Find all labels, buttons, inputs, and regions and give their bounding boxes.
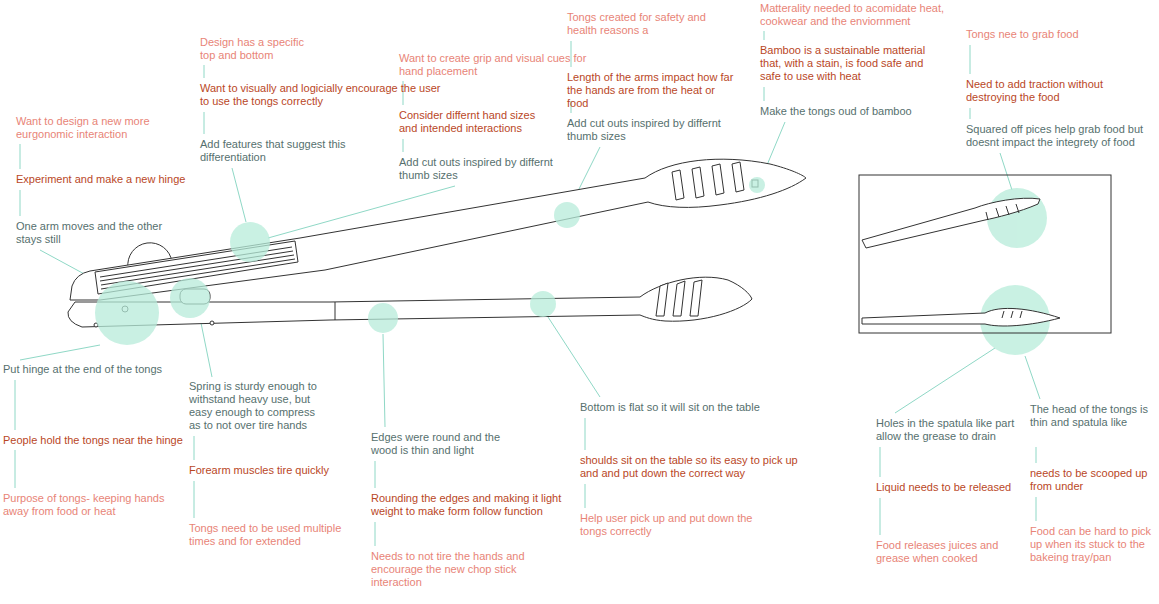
screw bbox=[210, 321, 214, 325]
annotation-text: Add cut outs inspired by differnt thumb … bbox=[399, 156, 571, 182]
inset-lower-tongs bbox=[862, 308, 1060, 326]
annotation-text: Squared off pices help grab food but doe… bbox=[966, 123, 1152, 149]
annotation-text: Length of the arms impact how far the ha… bbox=[567, 71, 739, 110]
leader-line bbox=[970, 45, 1012, 190]
detail-inset bbox=[859, 175, 1111, 333]
annotation-text: Matterality needed to acomidate heat, co… bbox=[760, 2, 958, 28]
lower-slots bbox=[656, 280, 702, 316]
annotation-text: Forearm muscles tire quickly bbox=[189, 464, 359, 477]
annotation-text: Want to visually and logicially encourag… bbox=[200, 82, 452, 108]
highlight bbox=[554, 202, 580, 228]
highlight-circles bbox=[95, 177, 1050, 355]
highlight bbox=[368, 303, 398, 333]
annotation-text: Add features that suggest this different… bbox=[200, 138, 365, 164]
highlight bbox=[230, 222, 270, 262]
annotation-text: Add cut outs inspired by differnt thumb … bbox=[567, 117, 739, 143]
annotation-text: Holes in the spatula like part allow the… bbox=[876, 417, 1028, 443]
annotation-text: Tongs created for safety and health reas… bbox=[567, 11, 725, 37]
annotation-text: Consider differnt hand sizes and intende… bbox=[399, 109, 541, 135]
annotation-text: The head of the tongs is thin and spatul… bbox=[1030, 403, 1154, 429]
annotation-text: Tongs need to be used multiple times and… bbox=[189, 522, 357, 548]
annotation-text: Rounding the edges and making it light w… bbox=[371, 492, 579, 518]
highlight bbox=[170, 278, 210, 318]
annotation-text: Help user pick up and put down the tongs… bbox=[580, 512, 768, 538]
inset-upper-slots bbox=[986, 204, 1019, 220]
annotation-text: Tongs nee to grab food bbox=[966, 28, 1151, 41]
annotation-text: Put hinge at the end of the tongs bbox=[3, 363, 188, 376]
annotation-text: Spring is sturdy enough to withstand hea… bbox=[189, 380, 329, 432]
annotation-text: shoulds sit on the table so its easy to … bbox=[580, 454, 818, 480]
annotation-text: Make the tongs oud of bamboo bbox=[760, 105, 960, 118]
annotation-text: People hold the tongs near the hinge bbox=[3, 434, 193, 447]
annotation-text: Want to design a new more eurgonomic int… bbox=[16, 115, 164, 141]
annotation-text: Food can be hard to pick up when its stu… bbox=[1030, 525, 1154, 564]
leader-line bbox=[20, 144, 88, 276]
arm-joint bbox=[335, 302, 336, 320]
annotation-text: Need to add traction without destroying … bbox=[966, 78, 1118, 104]
annotation-text: Liquid needs to be released bbox=[876, 481, 1036, 494]
annotation-text: Design has a specific top and bottom bbox=[200, 36, 320, 62]
inset-frame bbox=[859, 175, 1111, 333]
annotation-text: needs to be scooped up from under bbox=[1030, 467, 1154, 493]
leader-lines bbox=[15, 31, 1040, 546]
annotation-text: Purpose of tongs- keeping hands away fro… bbox=[3, 492, 178, 518]
inset-upper-tongs bbox=[862, 198, 1040, 248]
upper-slots bbox=[672, 162, 744, 200]
annotation-text: Bamboo is a sustainable matterial that, … bbox=[760, 44, 938, 83]
annotation-text: Bottom is flat so it will sit on the tab… bbox=[580, 401, 810, 414]
highlight bbox=[95, 281, 159, 345]
annotation-text: Needs to not tire the hands and encourag… bbox=[371, 550, 539, 589]
annotation-text: One arm moves and the other stays still bbox=[16, 220, 176, 246]
annotation-text: Edges were round and the wood is thin an… bbox=[371, 431, 511, 457]
highlight bbox=[749, 177, 765, 193]
annotation-text: Food releases juices and grease when coo… bbox=[876, 539, 1014, 565]
annotation-text: Want to create grip and visual cues for … bbox=[399, 52, 587, 78]
inset-lower-slots bbox=[1002, 311, 1022, 318]
highlight bbox=[530, 291, 556, 317]
leader-line bbox=[1025, 356, 1040, 521]
annotation-text: Experiment and make a new hinge bbox=[16, 173, 206, 186]
